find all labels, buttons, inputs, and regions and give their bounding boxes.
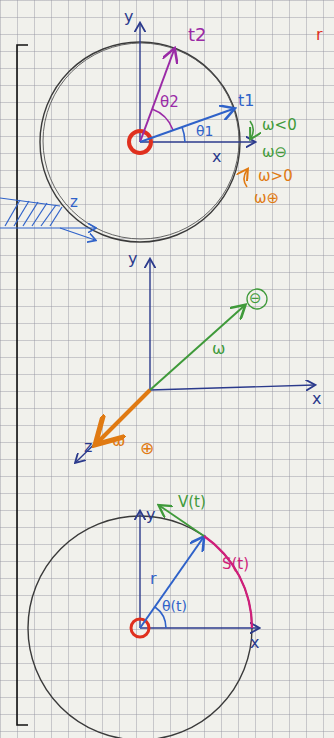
sketch-stroke <box>250 121 253 138</box>
axis-label: y <box>146 506 155 523</box>
sketch-stroke <box>76 390 150 462</box>
top-figure <box>40 24 254 242</box>
sketch-stroke <box>247 289 267 309</box>
sketch-stroke <box>32 203 47 226</box>
sketch-stroke <box>0 227 95 228</box>
omega-sign: ω⊕ <box>254 190 279 207</box>
sketch-stroke <box>140 627 258 628</box>
sketch-stroke <box>41 205 56 226</box>
axis-label: z <box>70 194 78 211</box>
arc-length-label: S(t) <box>222 556 249 573</box>
angle-label: θ1 <box>196 123 213 140</box>
sketch-stroke <box>14 201 29 226</box>
sketch-stroke <box>149 260 150 390</box>
sketch-stroke <box>139 24 140 142</box>
axis-label: z <box>84 438 92 455</box>
sketch-stroke <box>152 109 173 130</box>
sketch-stroke <box>140 109 233 142</box>
axis-label: x <box>250 634 259 651</box>
time-label: t1 <box>238 92 254 109</box>
sketch-stroke <box>5 200 20 226</box>
sketch-stroke <box>43 43 239 239</box>
omega-vector-label: ω <box>112 432 125 449</box>
omega-vector-label: ω <box>212 340 225 357</box>
omega-sign: ω>0 <box>258 168 293 185</box>
axis-label: x <box>212 148 221 165</box>
angle-label: θ(t) <box>162 598 187 615</box>
sign-mark: ⊖ <box>249 290 262 307</box>
radius-label: r <box>150 570 157 587</box>
omega-sign: ω<0 <box>262 117 297 134</box>
omega-sign: ω⊖ <box>262 144 287 161</box>
time-label: t2 <box>188 26 207 43</box>
sketch-stroke <box>140 141 254 142</box>
sketch-stroke <box>244 170 247 187</box>
sketch-stroke <box>23 202 38 226</box>
angle-label: θ2 <box>160 94 179 111</box>
sketch-stroke <box>17 45 28 725</box>
sketch-stroke <box>139 512 140 628</box>
page-bracket <box>17 45 28 725</box>
note-letter: r <box>316 26 323 43</box>
sketch-stroke <box>182 127 185 142</box>
sketch-stroke <box>150 306 244 390</box>
sign-mark: ⊕ <box>140 440 154 457</box>
sketch-stroke <box>150 385 314 390</box>
axis-label: y <box>124 8 133 25</box>
3d-axes <box>76 260 314 462</box>
sketch-stroke <box>50 207 62 226</box>
axis-label: x <box>312 390 321 407</box>
sketch-stroke <box>140 538 203 628</box>
axis-label: y <box>128 250 137 267</box>
hatched-axes <box>0 198 95 240</box>
velocity-label: V(t) <box>178 494 206 511</box>
sketch-stroke <box>204 536 252 628</box>
bottom-figure <box>28 506 258 738</box>
sketch-stroke <box>60 228 95 240</box>
sketch-stroke <box>0 198 60 206</box>
